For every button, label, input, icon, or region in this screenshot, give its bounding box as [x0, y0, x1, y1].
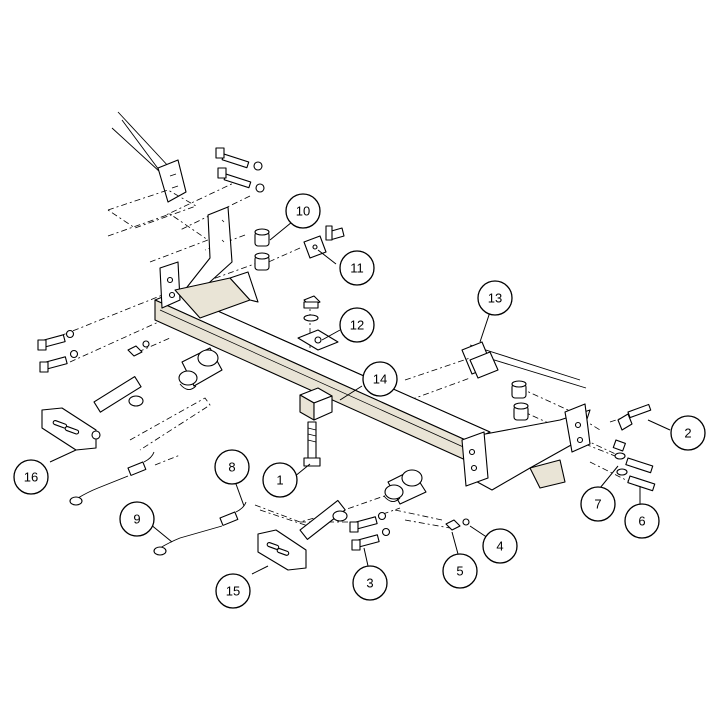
part-12-plate-nut	[297, 295, 339, 351]
callout-4: 4	[482, 528, 518, 564]
callout-5: 5	[442, 553, 478, 589]
callout-label: 5	[456, 564, 463, 579]
callout-7: 7	[580, 486, 616, 522]
callout-label: 16	[24, 470, 38, 485]
callout-3: 3	[352, 565, 388, 601]
callout-9: 9	[119, 501, 155, 537]
callout-label: 8	[228, 460, 235, 475]
part-2-bolt	[612, 403, 652, 452]
callout-label: 12	[350, 318, 364, 333]
vehicle-frame-right	[461, 341, 587, 389]
callout-label: 13	[488, 291, 502, 306]
callout-10: 10	[285, 193, 321, 229]
callout-1: 1	[262, 462, 298, 498]
part-16-bracket	[41, 376, 144, 451]
left-mounting-bracket	[159, 206, 259, 319]
callout-label: 10	[296, 204, 310, 219]
callout-label: 11	[350, 261, 364, 276]
right-mounting-bracket	[461, 403, 591, 491]
part-3-4-5-fasteners	[349, 511, 470, 551]
vehicle-frame-left	[111, 111, 187, 203]
callout-label: 6	[638, 514, 645, 529]
leader-lines	[49, 221, 671, 575]
hitch-crossbar	[154, 291, 491, 463]
callout-15: 15	[215, 573, 251, 609]
callout-label: 1	[276, 473, 283, 488]
top-left-bolts	[215, 147, 265, 193]
part-1-bolt	[303, 421, 321, 467]
callout-label: 4	[496, 539, 503, 554]
callout-label: 2	[684, 426, 691, 441]
part-11-carriage-bolt	[303, 225, 345, 259]
left-side-bolts	[37, 329, 150, 373]
callout-14: 14	[362, 361, 398, 397]
callout-6: 6	[624, 503, 660, 539]
part-15-bracket	[257, 499, 348, 571]
right-tube	[383, 469, 427, 505]
callout-label: 3	[366, 576, 373, 591]
part-10-spacers	[254, 228, 270, 271]
callout-label: 9	[133, 512, 140, 527]
callout-12: 12	[339, 307, 375, 343]
callout-16: 16	[13, 459, 49, 495]
callout-label: 15	[226, 584, 240, 599]
part-6-7-bolts	[614, 452, 656, 492]
left-tube	[178, 347, 223, 390]
callout-8: 8	[214, 449, 250, 485]
callout-11: 11	[339, 250, 375, 286]
callout-label: 7	[594, 497, 601, 512]
right-spacers	[511, 380, 529, 421]
callout-13: 13	[477, 280, 513, 316]
callout-label: 14	[373, 372, 387, 387]
callout-2: 2	[670, 415, 706, 451]
